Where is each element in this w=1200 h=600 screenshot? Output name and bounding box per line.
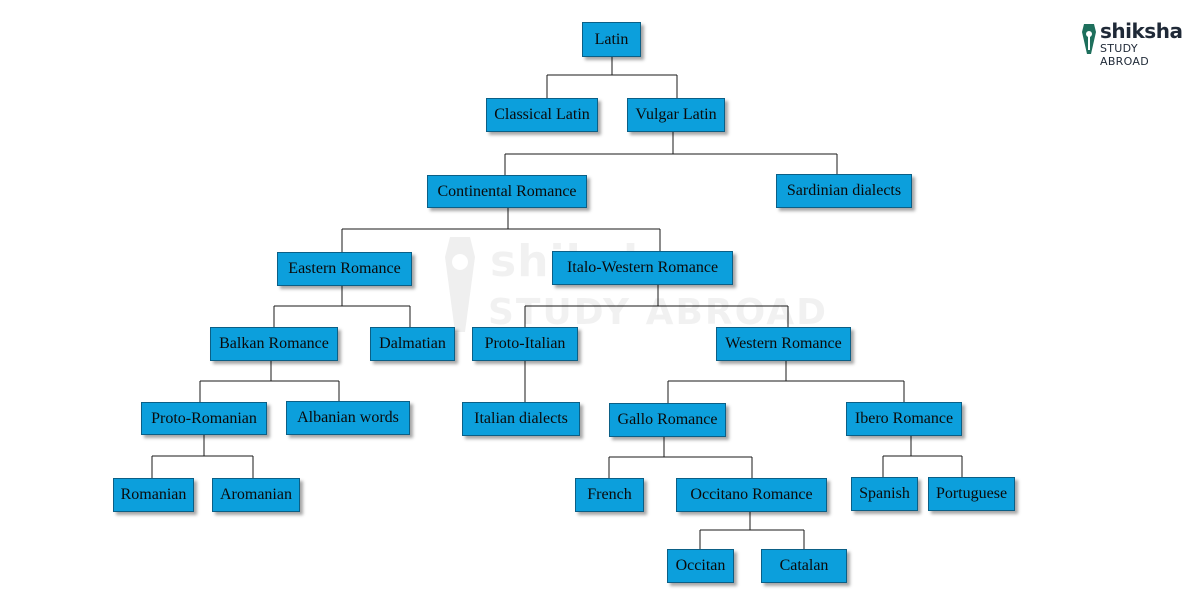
watermark-tagline: STUDY ABROAD [488,292,828,333]
node-italian-dialects: Italian dialects [462,402,580,436]
brand-logo: shiksha STUDY ABROAD [1080,19,1190,68]
pen-nib-icon [1082,24,1096,54]
node-dalmatian: Dalmatian [370,327,455,361]
node-ibero-romance: Ibero Romance [846,402,962,436]
node-aromanian: Aromanian [212,478,300,512]
node-proto-romanian: Proto-Romanian [141,402,267,435]
node-albanian-words: Albanian words [286,401,410,435]
node-sardinian-dialects: Sardinian dialects [776,174,912,208]
node-latin: Latin [582,22,641,57]
logo-name: shiksha [1100,19,1183,43]
node-proto-italian: Proto-Italian [472,327,578,361]
node-french: French [575,478,644,512]
node-vulgar-latin: Vulgar Latin [627,98,725,132]
node-classical-latin: Classical Latin [486,98,598,132]
node-balkan-romance: Balkan Romance [210,327,338,361]
node-continental-romance: Continental Romance [427,175,587,208]
node-occitano-romance: Occitano Romance [676,478,827,512]
node-gallo-romance: Gallo Romance [609,403,726,437]
node-western-romance: Western Romance [716,327,851,361]
node-italo-western-romance: Italo-Western Romance [552,251,733,285]
node-catalan: Catalan [761,549,847,583]
node-eastern-romance: Eastern Romance [277,252,412,286]
logo-tagline: STUDY ABROAD [1100,42,1149,68]
node-spanish: Spanish [851,477,918,511]
node-occitan: Occitan [667,549,734,583]
watermark-logo-icon [445,237,475,332]
node-portuguese: Portuguese [928,477,1015,511]
node-romanian: Romanian [113,478,194,512]
